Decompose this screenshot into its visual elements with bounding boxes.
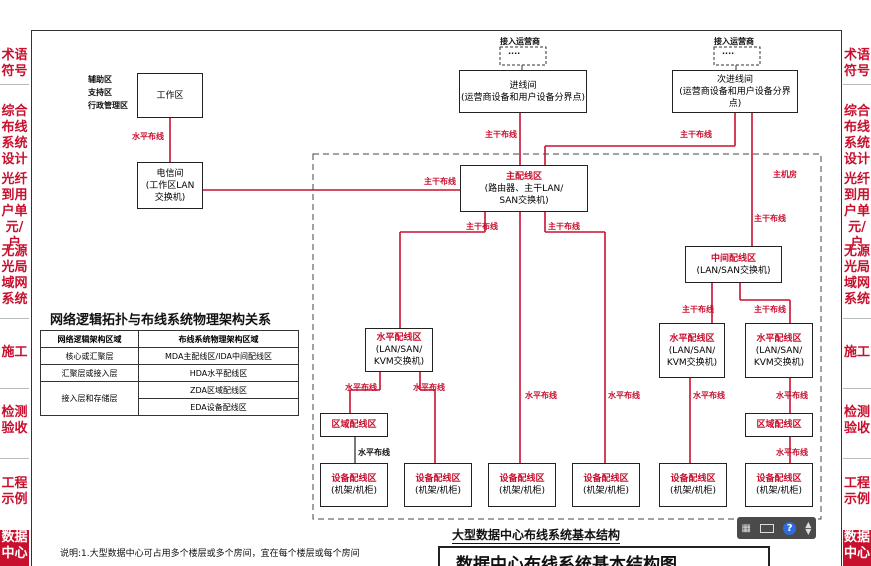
operator-label-2: 接入运营商 xyxy=(714,37,754,46)
machine-room-boundary xyxy=(312,153,822,520)
label-backbone-ida-1: 主干布线 xyxy=(682,305,714,314)
label-backbone-left: 主干布线 xyxy=(466,222,498,231)
work-area: 工作区 xyxy=(137,73,203,118)
zone-distribution-area-1: 区域配线区 xyxy=(320,413,388,437)
table-header: 网络逻辑架构区域 布线系统物理架构区域 xyxy=(40,330,299,348)
operator-label-1: 接入运营商 xyxy=(500,37,540,46)
label-horizontal-3: 水平布线 xyxy=(525,391,557,400)
drawing-title: 数据中心布线系统基本结构图 xyxy=(456,555,677,566)
label-backbone-entrance-2: 主干布线 xyxy=(680,130,712,139)
nav-pon-right[interactable]: 无源光局域网系统 xyxy=(843,244,870,307)
equipment-distribution-area-5: 设备配线区(机架/机柜) xyxy=(659,463,727,507)
drawing-title-block: 数据中心布线系统基本结构图 xyxy=(438,546,770,566)
nav-construction-right[interactable]: 施工 xyxy=(843,345,870,360)
diagram-caption: 大型数据中心布线系统基本结构 xyxy=(452,528,621,544)
equipment-distribution-area-2: 设备配线区(机架/机柜) xyxy=(404,463,472,507)
table-row: 接入层和存储层 ZDA区域配线区 xyxy=(40,381,299,416)
label-backbone-ida: 主干布线 xyxy=(754,214,786,223)
horizontal-distribution-area-3: 水平配线区 (LAN/SAN/ KVM交换机) xyxy=(745,323,813,378)
label-horizontal-zda: 水平布线 xyxy=(358,448,390,457)
main-room-label: 主机房 xyxy=(773,170,797,179)
left-frame-line xyxy=(31,30,32,566)
nav-inspection-right[interactable]: 检测验收 xyxy=(843,405,870,436)
nav-construction[interactable]: 施工 xyxy=(1,345,28,360)
right-frame-line xyxy=(841,30,842,566)
label-horizontal-cabling-workarea: 水平布线 xyxy=(132,132,164,141)
zone-list: 辅助区 支持区 行政管理区 xyxy=(88,75,128,110)
label-horizontal-1: 水平布线 xyxy=(345,383,377,392)
mapping-table: 网络逻辑架构区域 布线系统物理架构区域 核心或汇聚层 MDA主配线区/IDA中间… xyxy=(40,330,299,416)
telecom-room: 电信间 (工作区LAN 交换机) xyxy=(137,162,203,209)
table-row: EDA设备配线区 xyxy=(41,398,299,416)
nav-cabling-design-right[interactable]: 综合布线系统设计 xyxy=(843,104,870,167)
horizontal-distribution-area-1: 水平配线区 (LAN/SAN/ KVM交换机) xyxy=(365,328,433,372)
nav-examples-right[interactable]: 工程示例 xyxy=(843,476,870,507)
equipment-distribution-area-6: 设备配线区(机架/机柜) xyxy=(745,463,813,507)
nav-terms-right[interactable]: 术语符号 xyxy=(843,48,870,79)
nav-datacenter[interactable]: 数据中心 xyxy=(0,530,29,566)
horizontal-distribution-area-2: 水平配线区 (LAN/SAN/ KVM交换机) xyxy=(659,323,725,378)
header-logical: 网络逻辑架构区域 xyxy=(40,330,139,348)
label-horizontal-5: 水平布线 xyxy=(693,391,725,400)
label-backbone-ida-2: 主干布线 xyxy=(754,305,786,314)
nav-fiber-user[interactable]: 光纤到用户单元/户 xyxy=(1,172,28,251)
label-horizontal-4: 水平布线 xyxy=(608,391,640,400)
equipment-distribution-area-4: 设备配线区(机架/机柜) xyxy=(572,463,640,507)
entrance-room: 进线间 (运营商设备和用户设备分界点) xyxy=(459,70,587,113)
table-row: 核心或汇聚层 MDA主配线区/IDA中间配线区 xyxy=(40,347,299,365)
nav-inspection[interactable]: 检测验收 xyxy=(1,405,28,436)
label-backbone-right: 主干布线 xyxy=(548,222,580,231)
label-backbone-telecom: 主干布线 xyxy=(424,177,456,186)
mapping-title: 网络逻辑拓扑与布线系统物理架构关系 xyxy=(50,313,272,328)
operator-dots-2: ···· xyxy=(722,49,735,58)
nav-pon[interactable]: 无源光局域网系统 xyxy=(1,244,28,307)
equipment-distribution-area-3: 设备配线区(机架/机柜) xyxy=(488,463,556,507)
note-text: 说明:1.大型数据中心可占用多个楼层或多个房间，宜在每个楼层或每个房间 xyxy=(60,549,360,559)
nav-fiber-user-right[interactable]: 光纤到用户单元/户 xyxy=(843,172,870,251)
grid-icon[interactable]: ▦ xyxy=(741,522,751,534)
zone-distribution-area-2: 区域配线区 xyxy=(745,413,813,437)
keyboard-icon[interactable] xyxy=(760,523,775,533)
equipment-distribution-area-1: 设备配线区(机架/机柜) xyxy=(320,463,388,507)
nav-datacenter-right[interactable]: 数据中心 xyxy=(843,530,871,566)
label-horizontal-zda-right: 水平布线 xyxy=(776,448,808,457)
label-horizontal-6: 水平布线 xyxy=(776,391,808,400)
secondary-entrance-room: 次进线间 (运营商设备和用户设备分界点) xyxy=(672,70,798,113)
nav-cabling-design[interactable]: 综合布线系统设计 xyxy=(1,104,28,167)
nav-examples[interactable]: 工程示例 xyxy=(1,476,28,507)
header-physical: 布线系统物理架构区域 xyxy=(138,330,299,348)
help-icon[interactable]: ? xyxy=(783,521,797,535)
table-row: 汇聚层或接入层 HDA水平配线区 xyxy=(40,364,299,382)
stepper-icon[interactable]: ▲▼ xyxy=(805,520,812,536)
nav-terms[interactable]: 术语符号 xyxy=(1,48,28,79)
operator-dots-1: ···· xyxy=(508,49,521,58)
intermediate-distribution-area: 中间配线区 (LAN/SAN交换机) xyxy=(685,246,782,283)
label-backbone-entrance: 主干布线 xyxy=(485,130,517,139)
label-horizontal-2: 水平布线 xyxy=(413,383,445,392)
top-frame-line xyxy=(31,30,842,31)
main-distribution-area: 主配线区 (路由器、主干LAN/ SAN交换机) xyxy=(460,165,588,212)
viewer-toolbar[interactable]: ▦ ? ▲▼ xyxy=(737,517,816,539)
